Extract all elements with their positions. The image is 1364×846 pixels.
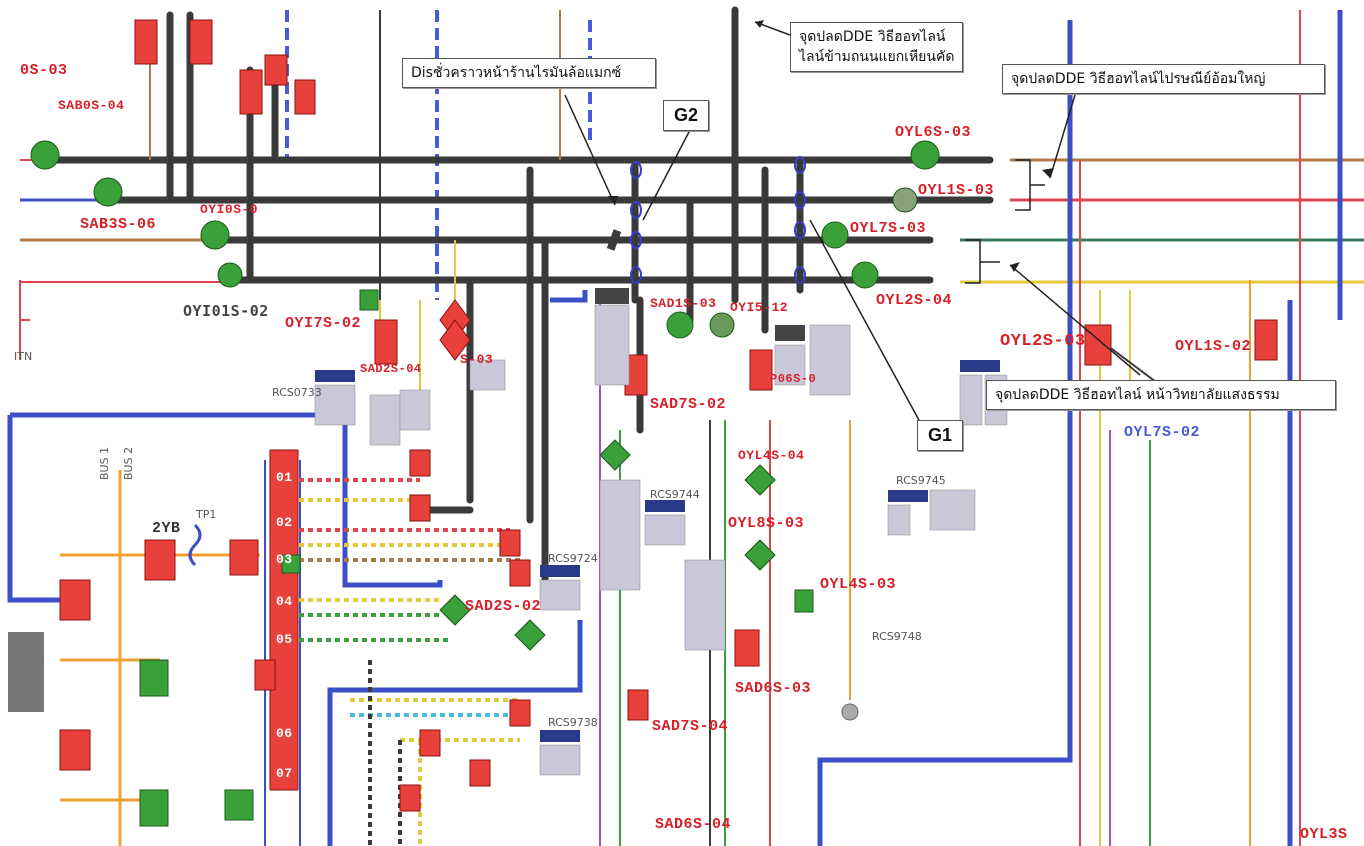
switch-label: SAB3S-06	[80, 216, 157, 233]
small-label: RCS9744	[650, 488, 700, 501]
switch-label: OYL7S-03	[850, 220, 927, 237]
callout-dde-crossing: จุดปลดDDE วิธีฮอทไลน์ ไลน์ข้ามถนนแยกเหีย…	[790, 22, 964, 72]
small-label: RCS9748	[872, 630, 922, 643]
callout-dde-crossing-line1: จุดปลดDDE วิธีฮอทไลน์	[799, 29, 946, 45]
small-label: ITN	[14, 350, 33, 363]
switch-label: OYL7S-02	[1124, 424, 1201, 441]
switch-label: SAD6S-03	[735, 680, 812, 697]
switch-label: OYL1S-02	[1175, 338, 1252, 355]
bus-strokes	[188, 523, 202, 567]
switch-label: OYL1S-03	[918, 182, 995, 199]
small-label: BUS 2	[122, 446, 135, 480]
switch-label: SAD1S-03	[650, 296, 717, 311]
callout-dde-post-office: จุดปลดDDE วิธีฮอทไลน์ไปรษณีย์อ้อมใหญ่	[1002, 64, 1325, 94]
main-bus-lines	[36, 6, 994, 584]
transformer-block	[8, 632, 44, 712]
feeder-number: 08	[276, 806, 293, 821]
callout-dde-college: จุดปลดDDE วิธีฮอทไลน์ หน้าวิทยาลัยแสงธรร…	[986, 380, 1336, 410]
arrow-heads	[608, 20, 1054, 272]
switch-label: SAD7S-02	[650, 396, 727, 413]
switch-label: OYI5-12	[730, 300, 789, 315]
small-label: RCS9724	[548, 552, 598, 565]
bus-switch-markers	[630, 156, 806, 284]
switch-label: SAD6S-04	[655, 816, 732, 833]
switch-label: 2YB	[152, 520, 181, 537]
label-g1: G1	[917, 420, 964, 451]
switch-label: OYI7S-02	[285, 315, 362, 332]
green-switch-symbols	[30, 140, 940, 827]
callout-dde-crossing-line2: ไลน์ข้ามถนนแยกเหียนคัด	[799, 49, 955, 65]
switch-label: OYL8S-03	[728, 515, 805, 532]
rcs-data-blocks	[314, 288, 1008, 776]
switch-label: P06S-0	[770, 372, 817, 386]
switch-label: OYL6S-03	[895, 124, 972, 141]
pole-marker	[841, 703, 859, 721]
switch-label: OYL2S-04	[876, 292, 953, 309]
switch-label: S-03	[460, 352, 494, 367]
small-label: RCS9745	[896, 474, 946, 487]
switch-label: SAD7S-04	[652, 718, 729, 735]
feeder-number: 07	[276, 766, 293, 781]
callout-dis-temporary: Disชั่วคราวหน้าร้านไรมันล้อแมกซ์	[402, 58, 656, 88]
switch-label: SAD2S-04	[360, 362, 422, 376]
switch-label: 0S-03	[20, 62, 68, 79]
small-label: RCS9738	[548, 716, 598, 729]
switch-label: SAB0S-04	[58, 98, 125, 113]
feeder-number: 02	[276, 515, 293, 530]
feeder-number: 03	[276, 552, 293, 567]
small-label: RCS0733	[272, 386, 322, 399]
small-label: BUS 1	[98, 446, 111, 480]
switch-label: OYI01S-02	[183, 302, 269, 320]
feeder-number: 01	[276, 470, 293, 485]
small-label: TP1	[196, 508, 217, 521]
label-g2: G2	[663, 100, 710, 131]
switch-label: OYL4S-04	[738, 448, 805, 463]
switch-label: OYI0S-0	[200, 202, 259, 217]
feeder-number: 06	[276, 726, 293, 741]
feeder-number: 04	[276, 594, 293, 609]
feeder-number: 05	[276, 632, 293, 647]
switch-label: OYL3S	[1300, 826, 1348, 843]
red-switch-symbols	[59, 19, 1278, 812]
dis-link-mark	[606, 229, 622, 251]
switch-label: OYL4S-03	[820, 576, 897, 593]
switch-label: SAD2S-02	[465, 598, 542, 615]
callout-arrows	[564, 21, 1141, 423]
switch-label: OYL2S-03	[1000, 332, 1086, 351]
